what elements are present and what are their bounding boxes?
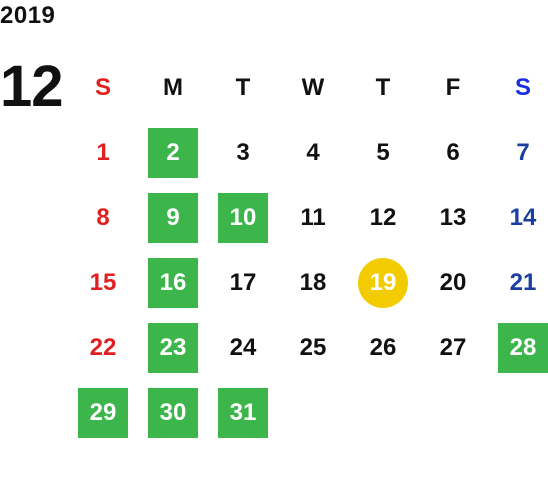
day-6[interactable]: 6 — [446, 138, 460, 166]
day-22[interactable]: 22 — [89, 333, 117, 361]
month-label: 12 — [0, 54, 64, 119]
weekday-tuesday: T — [235, 73, 251, 101]
day-7[interactable]: 7 — [516, 138, 530, 166]
day-19-today[interactable]: 19 — [358, 257, 408, 308]
weekday-wednesday: W — [301, 73, 325, 101]
weekday-sunday: S — [94, 73, 111, 101]
day-28[interactable]: 28 — [498, 322, 548, 373]
day-9[interactable]: 9 — [148, 192, 198, 243]
day-27[interactable]: 27 — [439, 333, 467, 361]
day-30[interactable]: 30 — [148, 387, 198, 438]
day-1[interactable]: 1 — [96, 138, 110, 166]
day-25[interactable]: 25 — [299, 333, 327, 361]
day-29[interactable]: 29 — [78, 387, 128, 438]
day-2[interactable]: 2 — [148, 127, 198, 178]
day-4[interactable]: 4 — [306, 138, 320, 166]
year-label: 2019 — [0, 2, 56, 29]
day-18[interactable]: 18 — [299, 268, 327, 296]
day-11[interactable]: 11 — [300, 203, 326, 231]
day-14[interactable]: 14 — [509, 203, 537, 231]
day-20[interactable]: 20 — [439, 268, 467, 296]
day-26[interactable]: 26 — [369, 333, 397, 361]
day-5[interactable]: 5 — [376, 138, 390, 166]
calendar-grid: S M T W T F S 1 2 3 4 5 6 7 8 9 10 11 12… — [68, 55, 548, 445]
day-12[interactable]: 12 — [369, 203, 397, 231]
weekday-friday: F — [445, 73, 461, 101]
day-13[interactable]: 13 — [439, 203, 467, 231]
day-3[interactable]: 3 — [236, 138, 250, 166]
day-21[interactable]: 21 — [509, 268, 537, 296]
day-10[interactable]: 10 — [218, 192, 268, 243]
day-24[interactable]: 24 — [229, 333, 257, 361]
day-8[interactable]: 8 — [96, 203, 110, 231]
weekday-thursday: T — [375, 73, 391, 101]
weekday-monday: M — [163, 73, 183, 101]
day-16[interactable]: 16 — [148, 257, 198, 308]
day-15[interactable]: 15 — [89, 268, 117, 296]
day-23[interactable]: 23 — [148, 322, 198, 373]
day-31[interactable]: 31 — [218, 387, 268, 438]
weekday-saturday: S — [514, 73, 531, 101]
day-17[interactable]: 17 — [229, 268, 257, 296]
